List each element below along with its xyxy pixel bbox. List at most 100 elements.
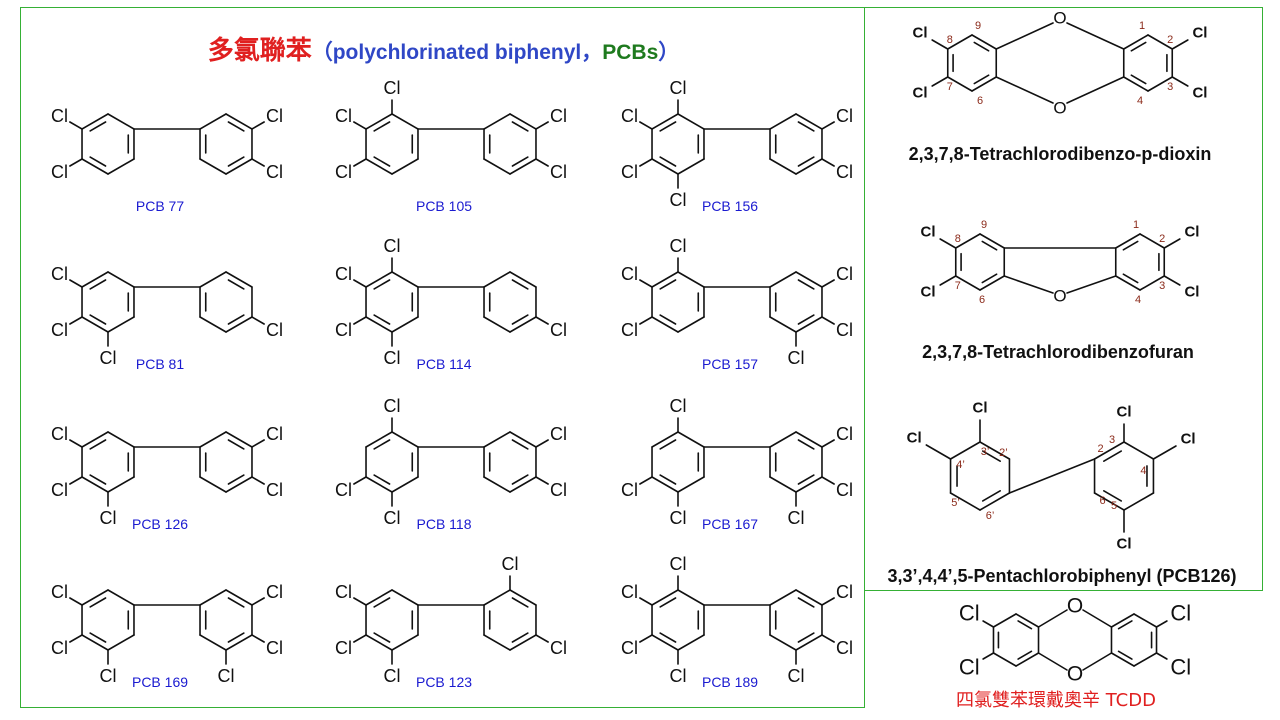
title-abbrev: PCBs bbox=[602, 41, 659, 64]
title-english: polychlorinated biphenyl bbox=[332, 41, 582, 64]
atom-label: Cl bbox=[788, 348, 805, 368]
locant: 2’ bbox=[999, 447, 1008, 459]
atom-label: Cl bbox=[335, 480, 352, 500]
atom-label: Cl bbox=[670, 508, 687, 528]
locant: 2 bbox=[1097, 443, 1103, 455]
pcb-label: PCB 105 bbox=[415, 198, 473, 214]
atom-label: Cl bbox=[621, 582, 638, 602]
atom-label: Cl bbox=[550, 162, 567, 182]
atom-label: Cl bbox=[1170, 601, 1191, 626]
locant: 1 bbox=[1133, 219, 1139, 231]
pcb-label: PCB 123 bbox=[415, 674, 473, 690]
locant: 2 bbox=[1167, 34, 1173, 46]
atom-label: Cl bbox=[1170, 655, 1191, 680]
atom-label: Cl bbox=[1184, 224, 1199, 241]
atom-label: Cl bbox=[836, 480, 853, 500]
atom-label: Cl bbox=[913, 25, 928, 42]
atom-label: Cl bbox=[670, 190, 687, 210]
locant: 3’ bbox=[981, 446, 990, 458]
title-comma: ， bbox=[581, 41, 603, 64]
atom-label: Cl bbox=[266, 320, 283, 340]
atom-label: Cl bbox=[266, 582, 283, 602]
atom-label: Cl bbox=[921, 284, 936, 301]
atom-label: Cl bbox=[959, 601, 980, 626]
atom-label: Cl bbox=[100, 666, 117, 686]
atom-label: Cl bbox=[335, 162, 352, 182]
locant: 5’ bbox=[951, 497, 960, 509]
atom-label: Cl bbox=[973, 400, 988, 417]
atom-label: Cl bbox=[266, 424, 283, 444]
oxygen-atom: O bbox=[1067, 595, 1083, 618]
pcb-panel: 多氯聯苯（polychlorinated biphenyl，PCBs） bbox=[20, 7, 865, 708]
atom-label: Cl bbox=[670, 554, 687, 574]
atom-label: Cl bbox=[836, 424, 853, 444]
atom-label: Cl bbox=[51, 424, 68, 444]
atom-label: Cl bbox=[502, 554, 519, 574]
atom-label: Cl bbox=[921, 224, 936, 241]
atom-label: Cl bbox=[913, 85, 928, 102]
atom-label: Cl bbox=[1192, 85, 1207, 102]
atom-label: Cl bbox=[1184, 284, 1199, 301]
atom-label: Cl bbox=[1117, 536, 1132, 553]
atom-label: Cl bbox=[335, 320, 352, 340]
locant: 6 bbox=[979, 294, 985, 306]
atom-label: Cl bbox=[670, 666, 687, 686]
pcb-label: PCB 167 bbox=[701, 516, 759, 532]
tcdd-label: 四氯雙苯環戴奧辛 TCDD bbox=[956, 690, 1156, 711]
oxygen-atom: O bbox=[1053, 99, 1066, 118]
locant: 3 bbox=[1159, 280, 1165, 292]
atom-label: Cl bbox=[836, 106, 853, 126]
dioxin-name: 2,3,7,8-Tetrachlorodibenzo-p-dioxin bbox=[908, 144, 1212, 164]
oxygen-atom: O bbox=[1067, 663, 1083, 686]
locant: 8 bbox=[947, 34, 953, 46]
atom-label: Cl bbox=[384, 508, 401, 528]
atom-label: Cl bbox=[788, 508, 805, 528]
atom-label: Cl bbox=[51, 320, 68, 340]
pcb-label: PCB 126 bbox=[131, 516, 189, 532]
atom-label: Cl bbox=[621, 480, 638, 500]
atom-label: Cl bbox=[836, 638, 853, 658]
pcb-label: PCB 81 bbox=[135, 356, 185, 372]
atom-label: Cl bbox=[836, 162, 853, 182]
furan-name: 2,3,7,8-Tetrachlorodibenzofuran bbox=[922, 342, 1194, 362]
atom-label: Cl bbox=[384, 666, 401, 686]
locant: 9 bbox=[981, 219, 987, 231]
locant: 4 bbox=[1137, 95, 1143, 107]
atom-label: Cl bbox=[266, 106, 283, 126]
locant: 6’ bbox=[986, 510, 995, 522]
atom-label: Cl bbox=[384, 396, 401, 416]
atom-label: Cl bbox=[670, 78, 687, 98]
atom-label: Cl bbox=[836, 264, 853, 284]
oxygen-atom: O bbox=[1053, 287, 1066, 306]
atom-label: Cl bbox=[621, 638, 638, 658]
atom-label: Cl bbox=[550, 106, 567, 126]
atom-label: Cl bbox=[550, 424, 567, 444]
locant: 4 bbox=[1135, 294, 1141, 306]
reference-structures-panel bbox=[864, 7, 1263, 591]
locant: 3 bbox=[1109, 434, 1115, 446]
pcb-label: PCB 77 bbox=[135, 198, 185, 214]
title-close-paren: ） bbox=[658, 41, 680, 64]
atom-label: Cl bbox=[51, 480, 68, 500]
pcb-label: PCB 114 bbox=[416, 356, 472, 372]
atom-label: Cl bbox=[1117, 404, 1132, 421]
atom-label: Cl bbox=[266, 480, 283, 500]
atom-label: Cl bbox=[621, 264, 638, 284]
locant: 7 bbox=[955, 280, 961, 292]
atom-label: Cl bbox=[335, 264, 352, 284]
oxygen-atom: O bbox=[1053, 9, 1066, 28]
locant: 8 bbox=[955, 233, 961, 245]
